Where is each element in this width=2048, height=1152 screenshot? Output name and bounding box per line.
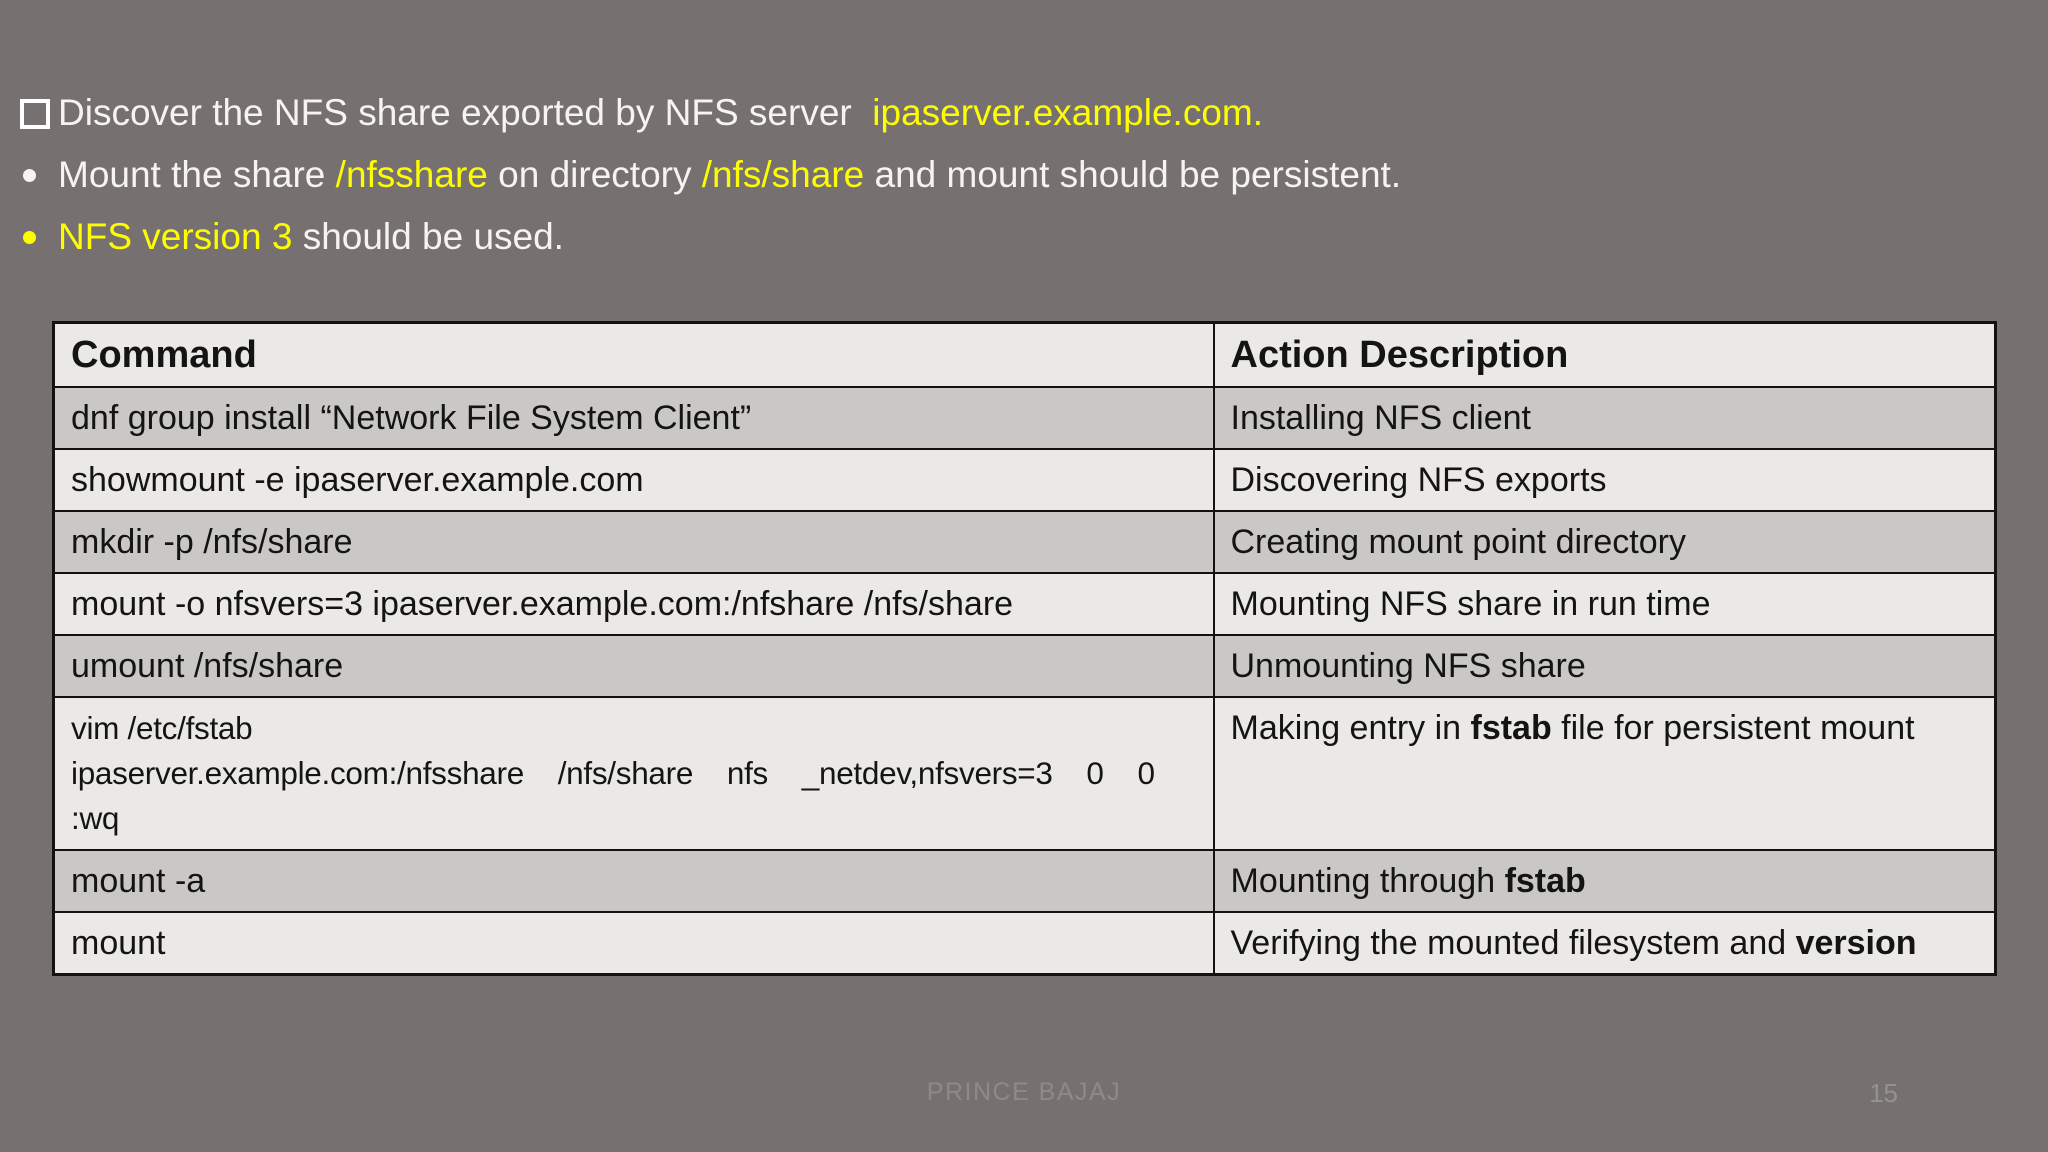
table-row: mount -o nfsvers=3 ipaserver.example.com… [52,572,1997,636]
command-cell: vim /etc/fstab ipaserver.example.com:/nf… [52,696,1215,851]
text-segment: /nfsshare [335,154,488,195]
command-cell: mount -o nfsvers=3 ipaserver.example.com… [52,572,1215,636]
text-segment: Mounting through [1230,862,1505,900]
text-segment: should be used. [292,216,564,257]
column-header-command: Command [52,321,1215,388]
text-segment: and mount should be persistent. [864,154,1402,195]
table-row: showmount -e ipaserver.example.com Discov… [52,448,1997,512]
footer-author: PRINCE BAJAJ [926,1078,1122,1106]
description-cell: Creating mount point directory [1212,510,1997,574]
table-row: dnf group install “Network File System C… [52,386,1997,450]
bullet-text: Discover the NFS share exported by NFS s… [58,92,1263,134]
text-segment: Mounting NFS share in run time [1230,585,1711,623]
bullet-dot-icon [20,231,58,244]
text-segment: fstab [1470,709,1552,747]
description-cell: Unmounting NFS share [1212,634,1997,698]
table-row: vim /etc/fstab ipaserver.example.com:/nf… [52,696,1997,851]
text-segment: file for persistent mount [1551,709,1915,747]
table-row: mkdir -p /nfs/share Creating mount point … [52,510,1997,574]
bullet-item: Mount the share /nfsshare on directory /… [20,144,2018,206]
text-segment: Installing NFS client [1230,399,1531,437]
column-header-action-description: Action Description [1212,321,1997,388]
text-segment: /nfs/share [701,154,865,195]
command-cell: dnf group install “Network File System C… [52,386,1215,450]
command-cell: showmount -e ipaserver.example.com [52,448,1215,512]
bullet-text: NFS version 3 should be used. [58,216,564,258]
description-cell: Making entry in fstab file for persisten… [1212,696,1997,851]
description-cell: Mounting through fstab [1212,849,1997,913]
text-segment: Creating mount point directory [1230,523,1686,561]
text-segment: Unmounting NFS share [1230,647,1586,685]
command-cell: mount [52,911,1215,976]
text-segment: Making entry in [1230,709,1471,747]
bullet-list: Discover the NFS share exported by NFS s… [20,82,2018,268]
description-cell: Verifying the mounted filesystem and ver… [1212,911,1997,976]
table-body: dnf group install “Network File System C… [52,386,1997,976]
command-table: Command Action Description dnf group ins… [52,321,1997,976]
page-number: 15 [1869,1078,1898,1108]
text-segment: Verifying the mounted filesystem and [1230,924,1796,962]
text-segment: Discover the NFS share exported by NFS s… [58,92,873,133]
table-row: umount /nfs/share Unmounting NFS share [52,634,1997,698]
text-segment: on directory [487,154,702,195]
command-cell: mkdir -p /nfs/share [52,510,1215,574]
description-cell: Discovering NFS exports [1212,448,1997,512]
bullet-item: Discover the NFS share exported by NFS s… [20,82,2018,144]
description-cell: Mounting NFS share in run time [1212,572,1997,636]
description-cell: Installing NFS client [1212,386,1997,450]
text-segment: fstab [1504,862,1586,900]
command-cell: umount /nfs/share [52,634,1215,698]
text-segment: Discovering NFS exports [1230,461,1607,499]
bullet-text: Mount the share /nfsshare on directory /… [58,154,1401,196]
text-segment: Mount the share [58,154,336,195]
checkbox-bullet-icon [20,97,58,129]
bullet-dot-icon [20,169,58,182]
table-header-row: Command Action Description [52,321,1997,388]
text-segment: ipaserver.example.com. [872,92,1264,133]
text-segment: NFS version 3 [58,216,293,257]
bullet-item: NFS version 3 should be used. [20,206,2018,268]
text-segment: version [1795,924,1917,962]
command-cell: mount -a [52,849,1215,913]
